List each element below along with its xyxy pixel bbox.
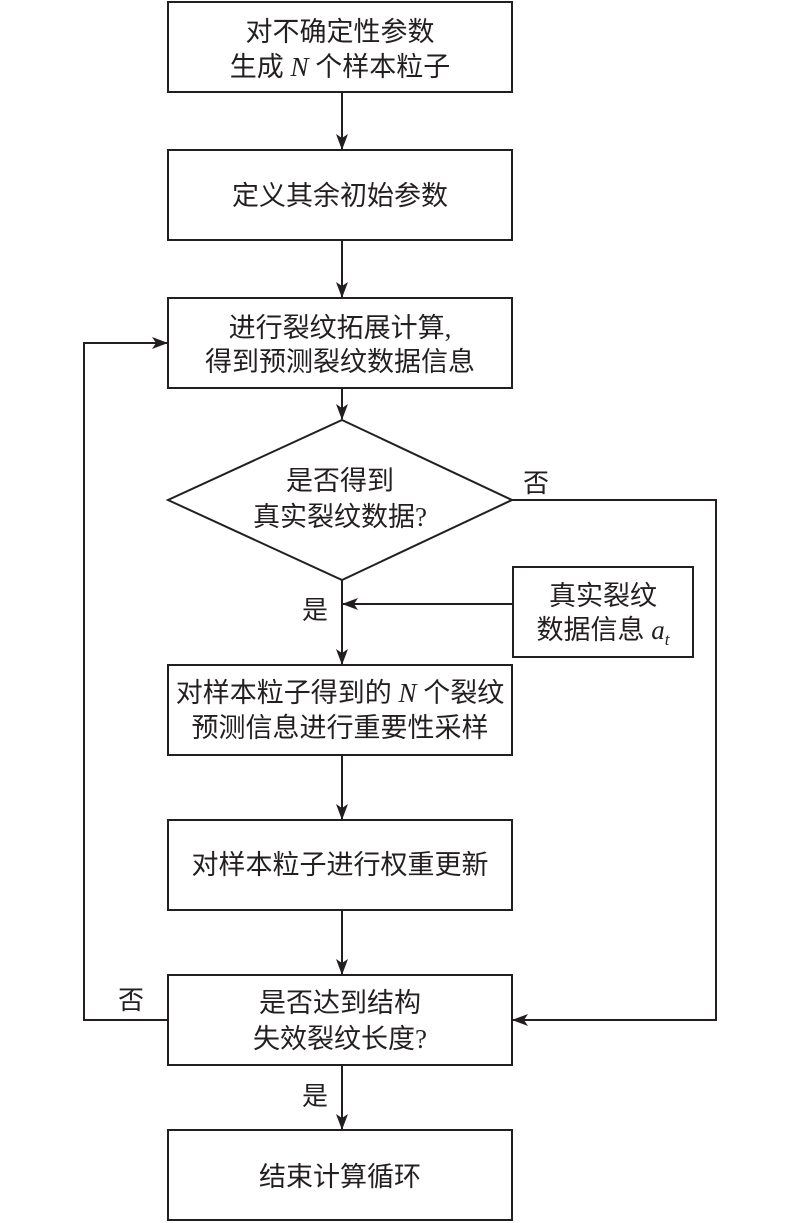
node-importance-sampling-line1: 对样本粒子得到的 N 个裂纹 — [176, 678, 505, 708]
node-weight-update-line1: 对样本粒子进行权重更新 — [192, 850, 489, 880]
decision-real-data — [165, 418, 515, 582]
node-importance-sampling — [167, 664, 513, 756]
node-crack-growth-line1: 进行裂纹拓展计算, — [229, 313, 452, 343]
node-define-params-line1: 定义其余初始参数 — [232, 181, 448, 211]
node-real-data-line2: 数据信息 at — [537, 615, 671, 649]
node-real-data-sub-t: t — [665, 630, 671, 649]
node-importance-sampling-line1-post: 个裂纹 — [417, 678, 505, 708]
decision-real-data-line1: 是否得到 — [286, 466, 394, 496]
arrow-no-failure-loop-back — [83, 337, 168, 1021]
label-failure-no: 否 — [118, 986, 144, 1015]
label-failure-yes: 是 — [302, 1082, 328, 1111]
node-decision-failure-line1: 是否达到结构 — [259, 988, 421, 1018]
node-importance-sampling-line1-pre: 对样本粒子得到的 — [176, 678, 399, 708]
arrow-no-real-data-to-failure — [512, 499, 717, 1026]
decision-real-data-line2: 真实裂纹数据? — [253, 502, 427, 532]
node-init-uncertain-var-n: N — [289, 52, 310, 82]
node-init-uncertain-line2-post: 个样本粒子 — [309, 52, 451, 82]
node-decision-failure-line2: 失效裂纹长度? — [253, 1024, 427, 1054]
node-crack-growth — [167, 297, 513, 389]
node-importance-sampling-var-n: N — [397, 678, 418, 708]
node-importance-sampling-line2: 预测信息进行重要性采样 — [192, 713, 489, 743]
label-real-data-no: 否 — [523, 469, 549, 498]
node-real-data-line1: 真实裂纹 — [549, 581, 657, 611]
node-crack-growth-line2: 得到预测裂纹数据信息 — [205, 347, 475, 377]
label-real-data-yes: 是 — [302, 596, 328, 625]
node-init-uncertain — [167, 1, 513, 93]
node-weight-update — [167, 819, 513, 911]
node-real-data-line2-pre: 数据信息 — [537, 615, 652, 645]
node-end-loop-line1: 结束计算循环 — [259, 1162, 421, 1192]
node-define-params — [167, 149, 513, 241]
node-real-data — [512, 566, 694, 658]
node-init-uncertain-line2-pre: 生成 — [230, 52, 291, 82]
node-end-loop — [167, 1129, 513, 1221]
node-init-uncertain-line2: 生成 N 个样本粒子 — [230, 52, 451, 82]
node-init-uncertain-line1: 对不确定性参数 — [246, 17, 435, 47]
node-real-data-var-a: a — [651, 615, 665, 645]
